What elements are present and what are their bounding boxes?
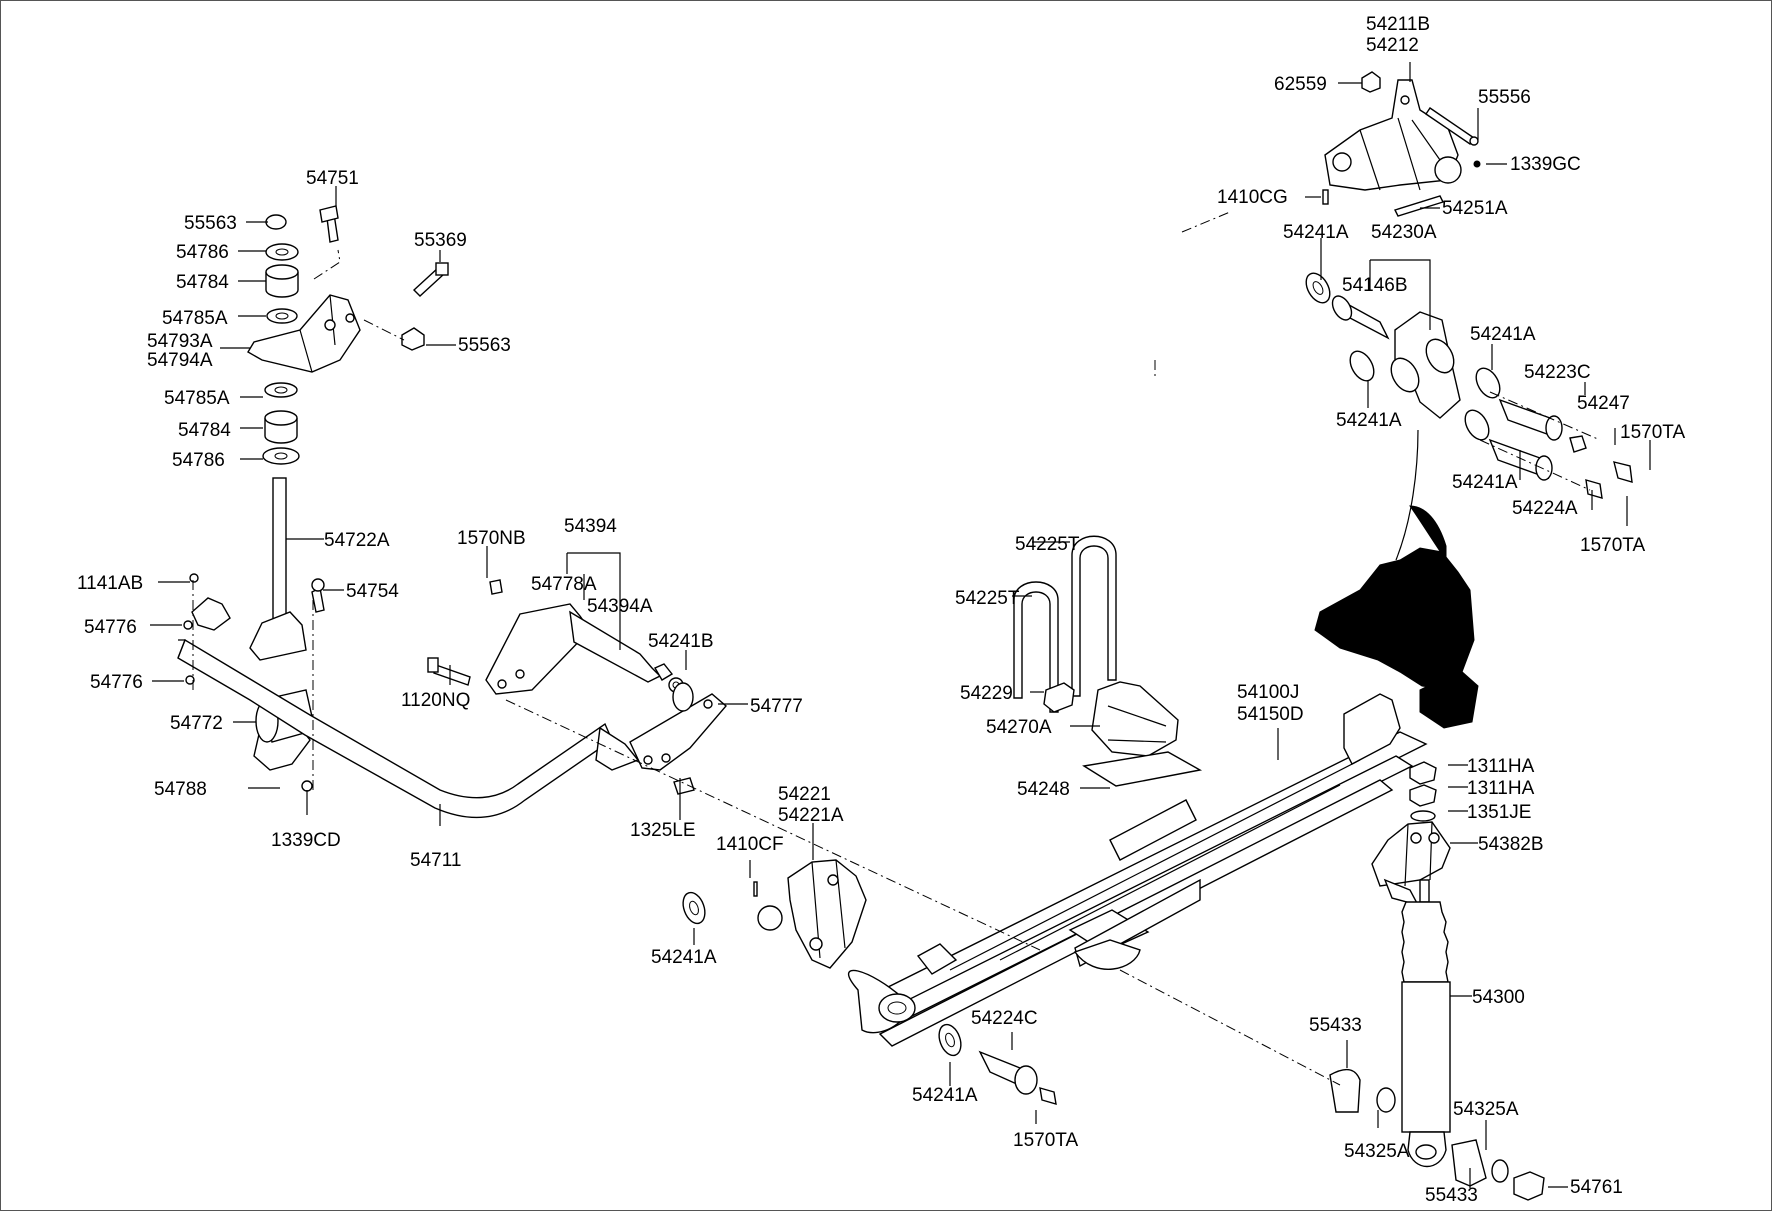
part-label: 54794A [147,350,213,371]
alignment-lines [192,211,1601,1086]
part-label: 62559 [1274,74,1327,95]
part-label: 55563 [458,335,511,356]
stabilizer-bar [177,638,640,819]
part-label: 54225T [1015,534,1080,555]
part-label: 54229 [960,683,1013,704]
part-label: 1141AB [77,573,143,594]
part-label: 54241A [1452,472,1518,493]
stabilizer-link-arms [427,579,727,795]
part-label: 1339CD [271,830,341,851]
shock-absorber [1329,761,1545,1201]
part-label: 54251A [1442,198,1508,219]
part-label: 54785A [162,308,228,329]
part-label: 54300 [1472,987,1525,1008]
part-label: 54241A [1470,324,1536,345]
part-label: 1325LE [630,820,696,841]
part-label: 54146B [1342,275,1408,296]
part-label: 1570TA [1620,422,1685,443]
part-label: 54225T [955,588,1020,609]
part-label: 54241A [651,947,717,968]
part-label: 54221A [778,805,844,826]
part-label: 54711 [410,850,461,871]
part-label: 1570TA [1580,535,1645,556]
part-label: 54224C [971,1008,1038,1029]
part-label: 1410CF [716,834,784,855]
part-label: 54270A [986,717,1052,738]
part-label: 55563 [184,213,237,234]
part-label: 54382B [1478,834,1544,855]
part-label: 54223C [1524,362,1591,383]
leaf-spring [847,693,1428,1047]
u-bolts [1013,535,1203,787]
front-hanger-bracket [682,859,867,969]
part-label: 54100J [1237,682,1299,703]
part-label: 54221 [778,784,831,805]
part-label: 54394A [587,596,653,617]
part-label: 54150D [1237,704,1304,725]
part-label: 54778A [531,574,597,595]
stabilizer-mount-assembly [247,205,449,465]
part-label: 54761 [1570,1177,1623,1198]
part-label: 1410CG [1217,187,1288,208]
part-label: 54241A [1336,410,1402,431]
part-label: 54248 [1017,779,1070,800]
part-label: 54793A [147,331,213,352]
shackle-assembly [1305,272,1633,499]
part-label: 1311HA [1467,756,1535,777]
part-label: 54788 [154,779,207,800]
part-label: 55369 [414,230,467,251]
part-label: 54772 [170,713,223,734]
part-label: 55433 [1309,1015,1362,1036]
part-label: 54241A [1283,222,1349,243]
part-label: 1311HA [1467,778,1535,799]
part-label: 54776 [90,672,143,693]
part-label: 54786 [172,450,225,471]
part-label: 54212 [1366,35,1419,56]
bottom-pin-parts [938,1023,1057,1105]
part-label: 54247 [1577,393,1630,414]
part-label: 54224A [1512,498,1578,519]
part-label: 1351JE [1467,802,1531,823]
part-label: 54211B [1366,14,1430,35]
part-label: 55556 [1478,87,1531,108]
part-label: 54230A [1371,222,1437,243]
part-label: 54722A [324,530,390,551]
stabilizer-link-rod [249,477,307,661]
part-label: 1120NQ [401,690,470,711]
part-label: 54325A [1344,1141,1410,1162]
part-label: 54777 [750,696,803,717]
part-label: 54325A [1453,1099,1519,1120]
part-labels: 54211B 54212 62559 55556 1339GC 1410CG 5… [77,14,1685,1206]
part-label: 55433 [1425,1185,1478,1206]
part-label: 54241B [648,631,714,652]
part-label: 54394 [564,516,617,537]
leader-lines [150,62,1651,1188]
part-label: 54784 [178,420,231,441]
part-label: 54754 [346,581,399,602]
part-label: 1339GC [1510,154,1581,175]
part-label: 1570TA [1013,1130,1078,1151]
part-label: 54776 [84,617,137,638]
part-label: 54785A [164,388,230,409]
part-label: 54784 [176,272,229,293]
rear-bracket-silhouette [1314,429,1479,729]
part-label: 54786 [176,242,229,263]
shackle-bracket-assembly [1322,71,1481,217]
part-label: 1570NB [457,528,526,549]
part-label: 54751 [306,168,359,189]
part-label: 54241A [912,1085,978,1106]
